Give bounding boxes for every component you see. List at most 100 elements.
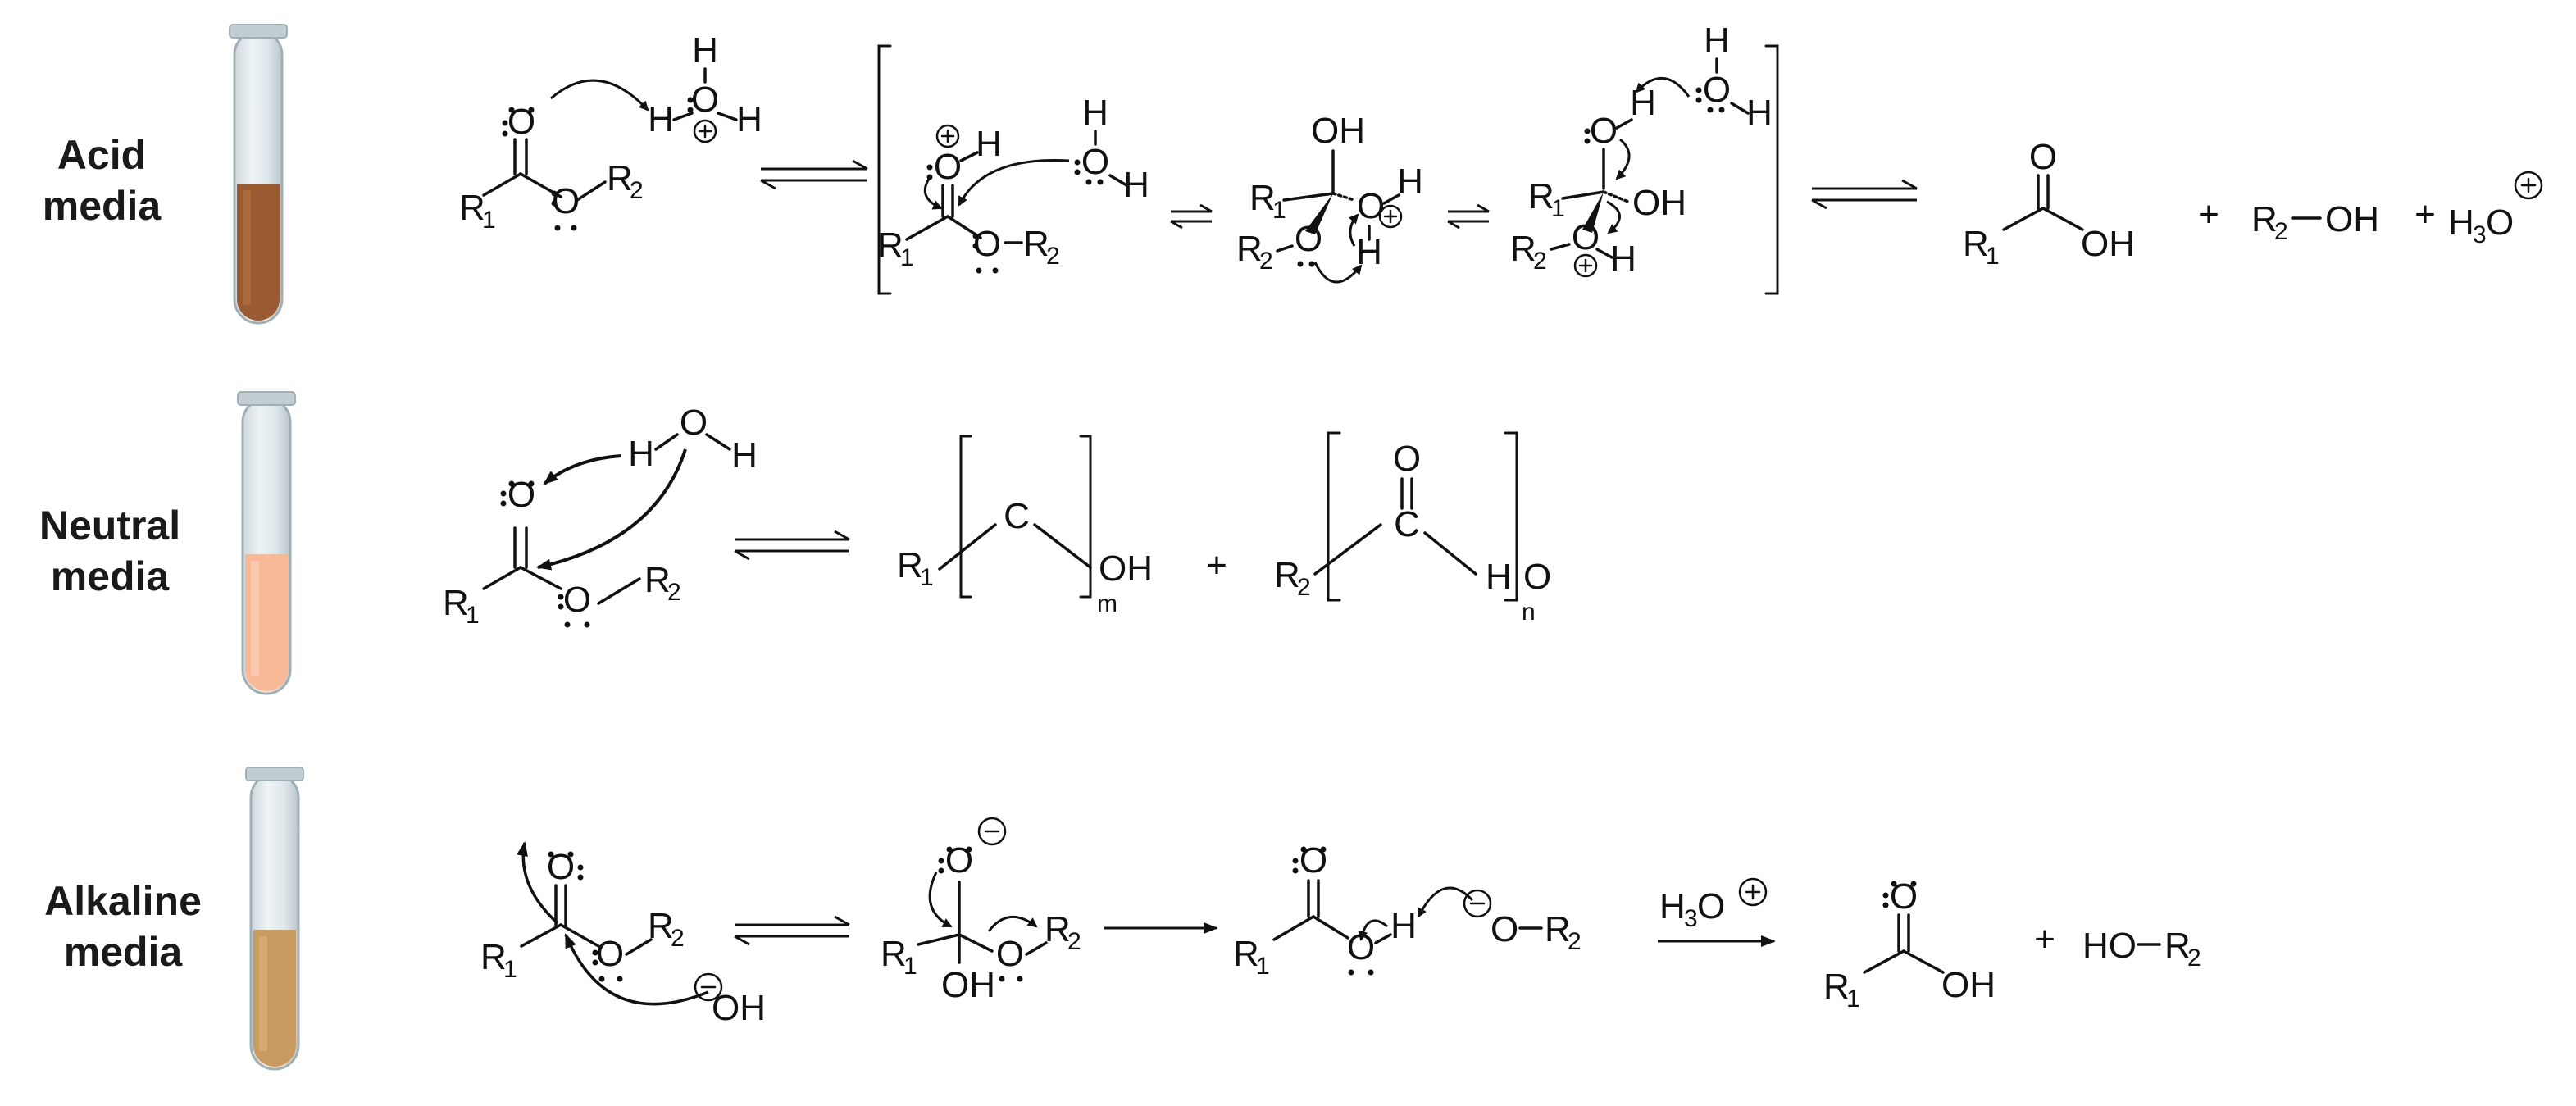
svg-text:OH: OH (1632, 183, 1686, 223)
svg-text:H: H (731, 435, 758, 476)
acid-ester-r2: R (607, 158, 633, 198)
svg-text:O: O (934, 147, 962, 187)
svg-text:O: O (596, 934, 624, 974)
svg-text:H: H (1610, 239, 1636, 279)
alkaline-mechanism: O R 1 O R 2 OH O (480, 817, 2201, 1028)
svg-text:OH: OH (1099, 548, 1153, 589)
test-tube-neutral (237, 391, 296, 695)
acid-mechanism: O R 1 O R 2 H O H H (459, 20, 2543, 295)
svg-text:O: O (1393, 439, 1421, 479)
svg-text:O: O (1697, 886, 1725, 926)
neutral-ester: O R 1 O R 2 (443, 475, 681, 629)
acid-plus-1: + (2198, 194, 2219, 234)
acid-ester-r2-sub: 2 (630, 177, 644, 204)
acid-tetrahedral-1: OH R 1 R 2 O O H H (1236, 111, 1423, 275)
svg-text:R: R (881, 934, 907, 974)
svg-text:2: 2 (1297, 574, 1311, 601)
svg-text:O: O (1523, 557, 1551, 597)
acid-product-alcohol: R 2 OH (2251, 199, 2379, 245)
neutral-water: H O H (628, 403, 758, 476)
svg-text:H: H (1659, 886, 1686, 926)
alkaline-hydroxide: OH (694, 972, 766, 1028)
svg-text:O: O (507, 475, 535, 515)
test-tube-alkaline (245, 767, 304, 1071)
svg-text:O: O (2486, 203, 2514, 243)
acid-protonated-ester: O H R 1 O R 2 (877, 124, 1060, 274)
svg-text:R: R (443, 583, 469, 623)
svg-text:C: C (1394, 504, 1420, 544)
svg-text:1: 1 (900, 244, 914, 271)
acid-ester-r1: R (459, 188, 485, 228)
svg-text:R: R (1528, 176, 1554, 216)
svg-text:O: O (1299, 840, 1327, 881)
svg-text:O: O (691, 80, 719, 120)
svg-text:1: 1 (1551, 195, 1565, 222)
svg-text:R: R (877, 225, 903, 266)
svg-text:OH: OH (1941, 965, 1996, 1005)
neutral-product-polymer-2: R 2 O C H O n (1274, 431, 1551, 626)
svg-text:H: H (1630, 83, 1656, 123)
svg-text:O: O (973, 224, 1001, 264)
acid-eq-arrow-4 (1811, 179, 1918, 210)
svg-text:OH: OH (2081, 224, 2135, 264)
svg-text:R: R (1233, 934, 1259, 974)
acid-ester-o-ether: O (552, 181, 580, 221)
svg-text:2: 2 (1067, 928, 1081, 955)
svg-text:C: C (1004, 496, 1030, 536)
svg-text:1: 1 (903, 953, 917, 980)
svg-text:m: m (1097, 590, 1117, 617)
svg-text:O: O (1295, 219, 1322, 259)
svg-text:R: R (1963, 224, 1989, 264)
svg-text:R: R (1823, 967, 1850, 1007)
acid-plus-2: + (2414, 194, 2436, 234)
svg-text:R: R (1236, 229, 1263, 269)
svg-text:OH: OH (712, 988, 766, 1028)
svg-text:2: 2 (1568, 928, 1582, 955)
label-acid-line2: media (43, 183, 162, 229)
svg-text:H: H (1704, 20, 1730, 61)
svg-text:H: H (1390, 906, 1417, 946)
svg-text:R: R (1274, 555, 1300, 595)
svg-text:H: H (1486, 557, 1512, 597)
svg-text:R: R (2164, 926, 2191, 966)
svg-text:O: O (2029, 137, 2057, 177)
acid-tetrahedral-2: O H R 1 OH R 2 O H (1510, 83, 1686, 279)
svg-text:HO: HO (2082, 926, 2137, 966)
label-alkaline-line2: media (64, 929, 184, 975)
svg-text:R: R (648, 906, 674, 946)
svg-text:H: H (2448, 203, 2474, 243)
alkaline-ester: O R 1 O R 2 (480, 847, 685, 983)
svg-text:1: 1 (1272, 197, 1286, 224)
svg-text:1: 1 (1846, 985, 1860, 1013)
svg-text:OH: OH (1311, 111, 1365, 151)
svg-text:R: R (1023, 224, 1049, 264)
svg-text:2: 2 (1046, 243, 1060, 270)
svg-text:H: H (976, 124, 1002, 164)
svg-text:3: 3 (1684, 905, 1698, 932)
svg-text:1: 1 (920, 564, 934, 591)
label-acid-line1: Acid (57, 132, 146, 178)
svg-text:2: 2 (671, 925, 685, 952)
label-alkaline-line1: Alkaline (44, 878, 202, 924)
svg-text:2: 2 (667, 579, 681, 606)
acid-ester: O R 1 O R 2 (459, 102, 644, 234)
alkaline-product-carboxylic-acid: O R 1 OH (1823, 876, 1996, 1013)
svg-text:1: 1 (1986, 243, 2000, 270)
svg-text:R: R (644, 560, 671, 600)
svg-text:R: R (2251, 199, 2278, 239)
svg-text:2: 2 (2274, 218, 2288, 245)
svg-text:1: 1 (466, 602, 480, 629)
svg-text:R: R (897, 545, 923, 585)
alkaline-alkoxide: O R 2 (1463, 889, 1582, 955)
svg-text:R: R (1249, 178, 1276, 218)
svg-text:1: 1 (1256, 953, 1270, 980)
acid-water-1: H O H (1074, 93, 1149, 205)
acid-bracket-left (877, 44, 892, 295)
svg-text:O: O (1491, 909, 1518, 949)
neutral-eq-arrow (734, 530, 850, 561)
acid-eq-arrow-3 (1447, 203, 1490, 230)
acid-eq-arrow-1 (760, 159, 868, 190)
svg-text:O: O (1572, 217, 1600, 257)
svg-text:H: H (692, 30, 718, 71)
